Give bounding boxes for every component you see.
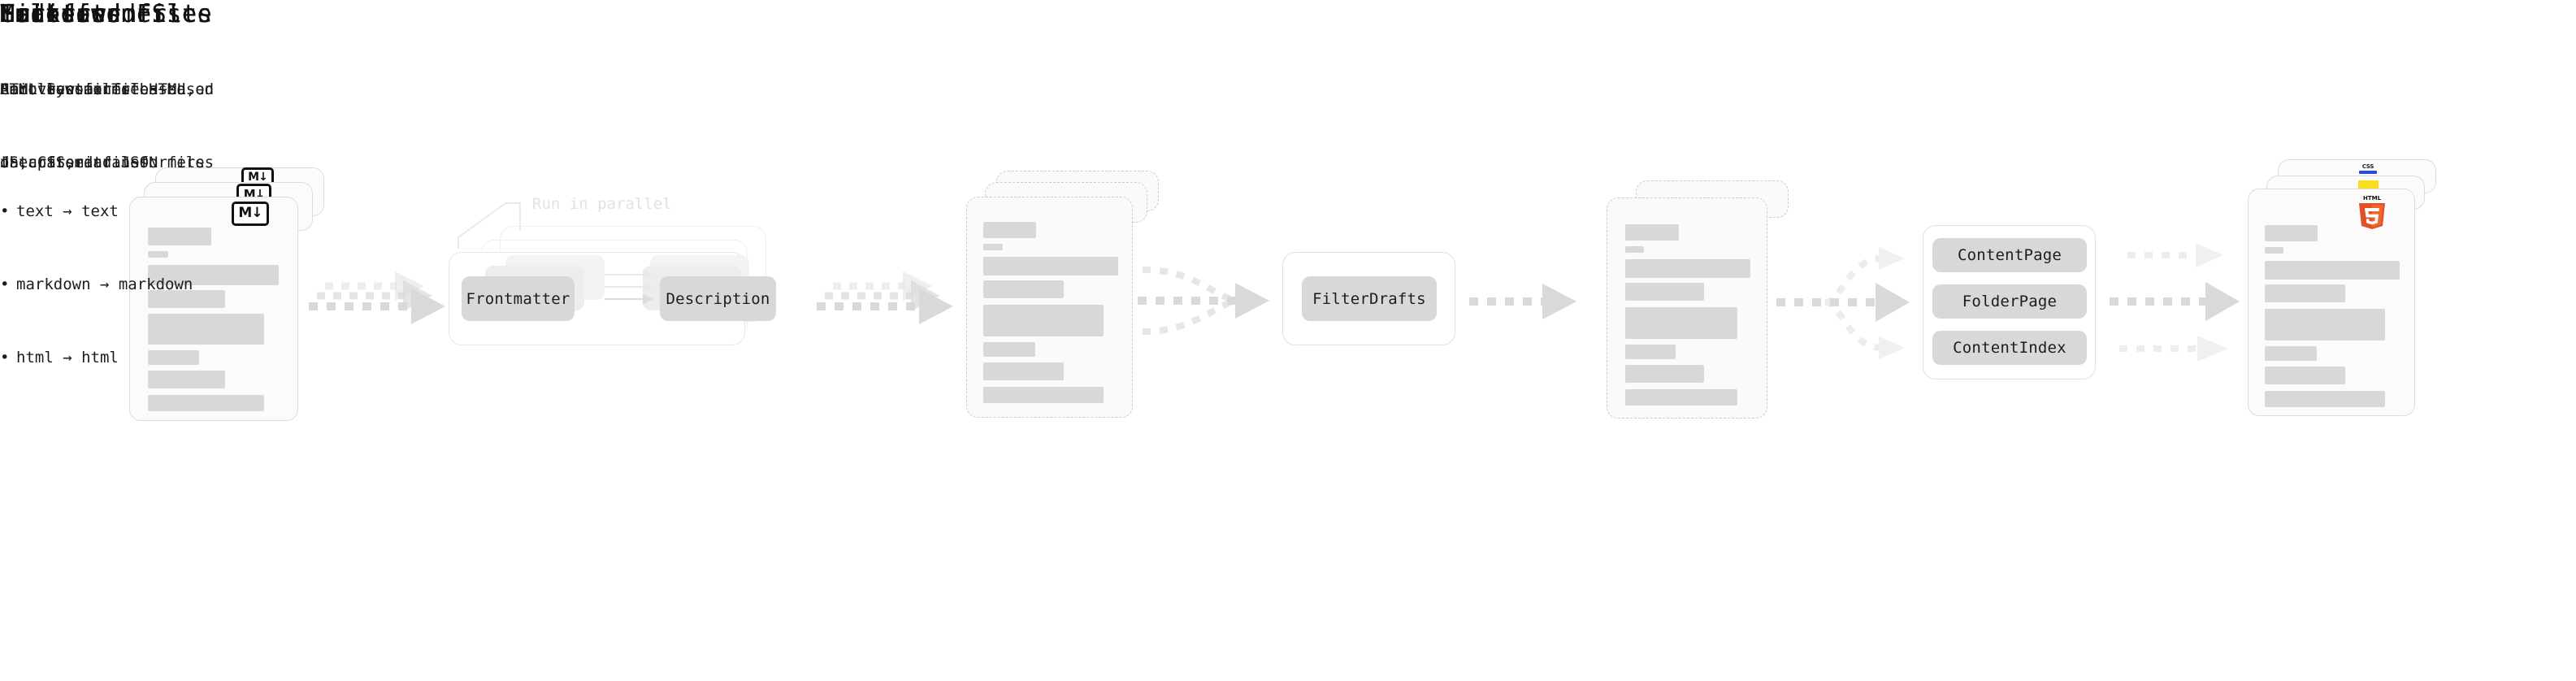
transformer-chip-frontmatter-label: Frontmatter [466,289,570,308]
skeleton-subtitle [983,244,1003,250]
caption-line: Can transform: [0,80,131,98]
stage-title-filtered-files: Filtered files [0,0,213,28]
emitter-chip-contentpage-label: ContentPage [1957,246,2062,264]
skeleton-subtitle [1625,246,1644,253]
skeleton-line [148,371,225,388]
transformer-chip-description[interactable]: Description [660,276,776,321]
skeleton-line [148,395,264,411]
modified-file-card-front [966,197,1133,418]
caption-line: HTML Syntax Tree + [0,80,167,98]
stage-title-filters: Filters [0,0,106,28]
transformers-bullet-list: text → text markdown → markdown html → h… [0,150,193,419]
stage-filters: FilterDrafts Filters Remove some files b… [0,0,1455,345]
skeleton-line [983,362,1064,380]
skeleton-line [1625,283,1704,301]
markdown-badge-front-label: M↓ [238,204,262,221]
emitter-chip-contentpage[interactable]: ContentPage [1932,238,2087,272]
caption-line: data from transformers [0,154,205,171]
connector-filters-to-filtered [1469,284,1576,319]
caption-line: A collection of HTML, [0,80,196,98]
skeleton-line [1625,345,1676,359]
svg-text:HTML: HTML [2363,195,2382,202]
css-badge-label: CSS [2361,163,2374,170]
skeleton-line [1625,365,1704,383]
skeleton-subtitle [2265,247,2283,254]
skeleton-line [2265,284,2345,302]
skeleton-line [983,280,1064,298]
stage-title-transformers: Transformers [0,0,182,28]
transformer-chip-description-label: Description [666,289,770,308]
caption-line: the parsed files [0,154,150,171]
skeleton-line [983,387,1104,403]
skeleton-title [148,228,211,245]
connector-filtered-to-emitters [1776,247,1910,359]
run-in-parallel-leader [458,202,521,249]
stage-title-emitters: Emitters [0,0,122,28]
skeleton-line [983,305,1104,336]
bullet-item: html → html [0,345,193,370]
skeleton-line [148,314,264,345]
stage-generated-site: CSS HTML Generated Site A collection of … [0,0,2436,416]
skeleton-line [2265,309,2385,340]
connector-transformers-to-modified [817,271,953,324]
caption-line: JS, CSS, and JSON files [0,154,215,171]
stage-filtered-files: Filtered files [0,0,1789,419]
caption-line: Remove some files based [0,80,215,98]
html5-icon: HTML [2359,195,2385,229]
stage-emitters: ContentPage FolderPage ContentIndex Emit… [0,0,2096,380]
stage-modified-files: Modified files HTML Syntax Tree + data f… [0,0,1159,418]
bullet-item: text → text [0,199,193,223]
stage-caption-modified-files: HTML Syntax Tree + data from transformer… [0,28,212,223]
stage-caption-filters: Remove some files based on criteria [0,28,214,223]
transformer-chip-frontmatter[interactable]: Frontmatter [462,276,575,321]
css-badge-bar [2359,171,2377,174]
emitter-chip-folderpage[interactable]: FolderPage [1932,284,2087,319]
site-file-card-front [2248,189,2415,416]
css-badge: CSS [2359,164,2377,174]
emitter-chip-folderpage-label: FolderPage [1962,293,2058,310]
markdown-badge-back-label: M↓ [248,171,268,184]
filter-chip-filterdrafts-label: FilterDrafts [1312,289,1426,308]
stage-title-markdown-files: Markdown Files [0,0,213,28]
connector-markdown-to-transformers [309,271,445,324]
stage-caption-transformers: Can transform: text → text markdown → ma… [0,28,193,467]
filter-chip-filterdrafts[interactable]: FilterDrafts [1302,276,1437,321]
stage-transformers: Run in parallel Frontmatter Description [0,0,776,467]
skeleton-line [1625,259,1750,278]
markdown-badge-front: M↓ [232,202,269,226]
skeleton-title [983,222,1036,238]
skeleton-line [983,342,1035,357]
skeleton-line [2265,391,2385,407]
markdown-file-card-front [129,197,298,421]
skeleton-line [2265,367,2345,384]
stage-title-modified-files: Modified files [0,0,213,28]
stage-caption-emitters: Emit new files based on the parsed files [0,28,214,223]
skeleton-line [1625,307,1737,339]
skeleton-line [983,257,1118,275]
skeleton-line [2265,346,2317,361]
skeleton-line [2265,261,2400,280]
run-in-parallel-label: Run in parallel [532,195,672,213]
transformer-ghost-arrows [605,269,654,305]
caption-line: on criteria [0,154,102,171]
skeleton-subtitle [148,251,168,258]
filtered-file-card-front [1607,197,1767,419]
stage-title-generated-site: Generated Site [0,0,213,28]
skeleton-line [1625,389,1737,406]
connector-emitters-to-site [2110,243,2240,362]
emitter-chip-contentindex[interactable]: ContentIndex [1932,331,2087,365]
emitter-chip-contentindex-label: ContentIndex [1953,339,2066,357]
skeleton-title [1625,224,1679,241]
connector-modified-to-filters [1138,267,1269,335]
caption-line: Emit new files based on [0,80,215,98]
stage-caption-generated-site: A collection of HTML, JS, CSS, and JSON … [0,28,214,223]
bullet-item: markdown → markdown [0,272,193,297]
skeleton-title [2265,225,2318,241]
